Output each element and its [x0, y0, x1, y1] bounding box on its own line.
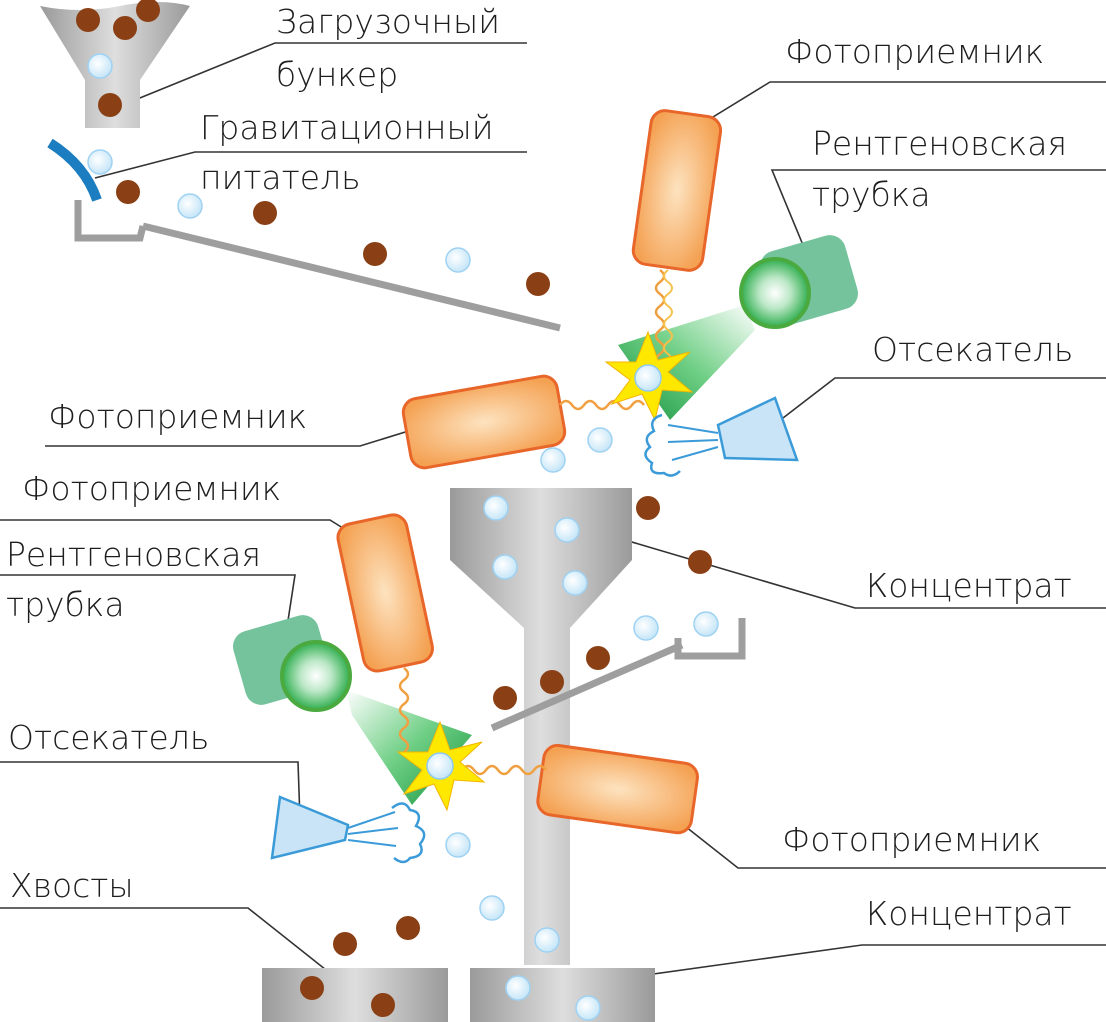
label-photodetector-lower-left: Фотоприемник [22, 469, 282, 508]
leader-ejector-bottom [0, 761, 301, 821]
label-ejector-top: Отсекатель [872, 330, 1074, 369]
leader-tails [0, 907, 346, 986]
signal-wave-bottom-vertical [398, 667, 410, 753]
leader-feeder [94, 151, 527, 179]
detected-particle-bottom [426, 752, 454, 780]
signal-wave-bottom-horizontal [461, 764, 547, 776]
label-xray-top-line1: Рентгеновская [812, 124, 1067, 163]
ejector-bottom [270, 795, 426, 864]
leader-ejector-top [769, 377, 1106, 429]
xray-tube-bottom [233, 615, 352, 712]
tails-bin [262, 968, 448, 1022]
label-photodetector-mid-left: Фотоприемник [48, 397, 308, 436]
label-concentrate-bottom: Концентрат [866, 894, 1072, 933]
label-feeder-line2: питатель [200, 158, 361, 197]
label-xray-top-line2: трубка [812, 175, 931, 214]
xray-tube-top [739, 235, 858, 329]
label-hopper-line1: Загрузочный [276, 2, 500, 41]
label-photodetector-top-right: Фотоприемник [785, 32, 1045, 71]
photodetector-mid-left [401, 374, 567, 470]
leader-concentrate-bottom [609, 944, 1106, 981]
lower-deflector-tray [490, 618, 746, 732]
mineral-particles [87, 53, 719, 1021]
label-photodetector-bottom-right: Фотоприемник [782, 820, 1042, 859]
loading-hopper [40, 2, 190, 128]
label-ejector-bottom: Отсекатель [8, 718, 210, 757]
label-tails: Хвосты [10, 866, 134, 905]
gravity-feeder-chute [47, 138, 102, 202]
label-concentrate-mid: Концентрат [866, 566, 1072, 605]
leader-photo-top-right [694, 81, 1106, 129]
leader-concentrate-mid [597, 531, 1106, 609]
photodetector-bottom-right [536, 743, 699, 835]
photodetector-top-right [631, 109, 723, 272]
ore-particles [76, 0, 712, 1017]
label-xray-bottom-line1: Рентгеновская [6, 535, 261, 574]
leader-xray-top [770, 169, 1106, 263]
signal-wave-top-horizontal [559, 399, 645, 411]
detected-particle-top [634, 364, 662, 392]
leader-lines [0, 42, 1106, 986]
ejector-top [644, 396, 799, 477]
concentrate-funnel [450, 488, 632, 965]
leader-hopper [129, 42, 527, 103]
label-xray-bottom-line2: трубка [6, 585, 125, 624]
leader-xray-bottom [0, 574, 296, 641]
label-hopper-line2: бункер [276, 55, 399, 94]
concentrate-bin [470, 968, 655, 1022]
photodetector-lower-left [336, 513, 434, 673]
label-feeder-line1: Гравитационный [200, 108, 494, 147]
feeder-tray [74, 200, 561, 332]
